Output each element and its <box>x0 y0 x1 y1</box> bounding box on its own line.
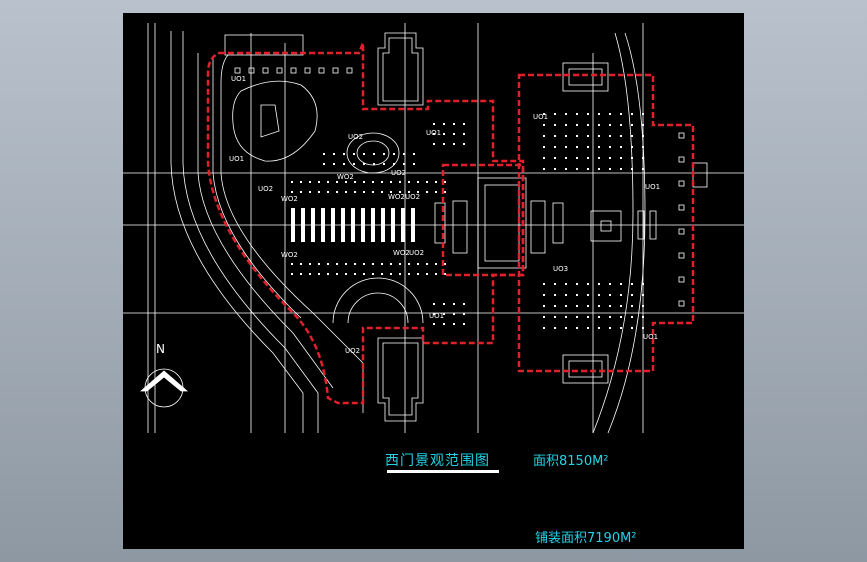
label-uo3: UO3 <box>553 265 568 273</box>
label-uo1-e: UO1 <box>533 113 548 121</box>
bench-1 <box>637 210 645 240</box>
south-tower <box>377 337 424 422</box>
label-uo1-b: UO1 <box>229 155 244 163</box>
gate-post-right <box>552 202 564 244</box>
planter-blob <box>232 80 318 162</box>
gate-wing-left <box>452 200 468 254</box>
label-uo1-a: UO1 <box>231 75 246 83</box>
gate-wing-right <box>530 200 546 254</box>
plaza-feature <box>590 210 622 242</box>
label-uo2-b: UO2 <box>258 185 273 193</box>
area-label: 面积8150M² <box>533 454 609 469</box>
west-boundary <box>206 42 525 405</box>
paving-strips <box>291 208 415 242</box>
right-road-1 <box>592 32 634 434</box>
label-wo2-a: WO2 <box>337 173 354 181</box>
oval-planter <box>346 132 400 174</box>
north-tower <box>377 32 424 106</box>
signboard <box>692 162 708 188</box>
north-label: N <box>156 342 165 356</box>
site-plan: UO1 UO1 UO2 UO1 UO2 WO2 WO2 UO2 WO2 UO2 … <box>123 23 744 434</box>
label-uo1-c: UO1 <box>426 129 441 137</box>
bench-2 <box>649 210 657 240</box>
drawing-title: 西门景观范围图 <box>385 453 490 469</box>
north-arrow <box>139 368 189 408</box>
road-edge-2 <box>182 31 319 433</box>
label-uo1-f: UO1 <box>645 183 660 191</box>
gate-building <box>477 177 527 269</box>
label-wo2-c: WO2 <box>388 193 405 201</box>
label-uo2-e: UO2 <box>409 249 424 257</box>
plaza-feature-core <box>600 220 612 232</box>
gate-post-left <box>434 202 446 244</box>
pavilion-north <box>562 62 609 92</box>
paving-area-label: 铺装面积7190M² <box>535 531 637 546</box>
bollard-row <box>234 67 685 307</box>
pavilion-north-inner <box>568 68 603 86</box>
label-uo1-d: UO1 <box>429 312 444 320</box>
road-edge-4 <box>212 58 302 319</box>
label-uo2-d: UO2 <box>405 193 420 201</box>
label-uo1-g: UO1 <box>643 333 658 341</box>
east-boundary <box>517 73 695 373</box>
semicircle-plaza <box>332 277 424 324</box>
road-edge-3 <box>197 53 334 389</box>
north-tower-inner <box>382 37 419 102</box>
top-booth <box>224 34 304 56</box>
label-uo2-f: UO2 <box>345 347 360 355</box>
label-wo2-d: WO2 <box>281 251 298 259</box>
title-underline <box>387 470 499 473</box>
pavilion-south <box>562 354 609 384</box>
tree-dot-grid <box>291 113 644 329</box>
gate-building-inner <box>484 184 520 262</box>
semicircle-plaza-inner <box>347 292 409 324</box>
road-edge-1 <box>170 31 304 433</box>
path-edge <box>220 54 364 413</box>
planter-blob-inner <box>260 104 280 138</box>
right-road-2 <box>607 32 646 434</box>
label-wo2-b: WO2 <box>281 195 298 203</box>
label-wo2-e: WO2 <box>393 249 410 257</box>
pavilion-south-inner <box>568 360 603 378</box>
drawing-sheet: UO1 UO1 UO2 UO1 UO2 WO2 WO2 UO2 WO2 UO2 … <box>123 13 744 549</box>
label-uo2-c: UO2 <box>391 169 406 177</box>
gate-boundary <box>441 163 525 277</box>
label-uo2-a: UO2 <box>348 133 363 141</box>
south-tower-inner <box>382 342 419 416</box>
